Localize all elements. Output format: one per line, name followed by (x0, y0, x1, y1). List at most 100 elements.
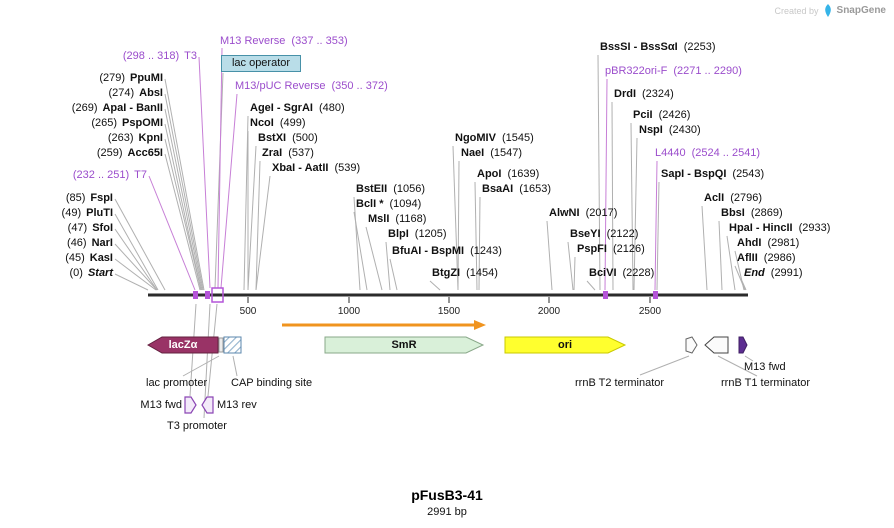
ori-feature-text[interactable]: ori (557, 339, 573, 351)
primer-callout-lines (148, 47, 658, 291)
site-name: ZraI (262, 147, 283, 159)
lac-promoter-label[interactable]: lac promoter (146, 377, 208, 389)
site-label-pbr322ori-f-primer[interactable]: pBR322ori-F (2271 .. 2290) (605, 65, 742, 78)
lacza-feature-text[interactable]: lacZα (168, 339, 198, 351)
site-label-ppumi[interactable]: (279)PpuMI (40, 72, 163, 85)
site-label-sapi-bspqi[interactable]: SapI - BspQI(2543) (661, 168, 764, 181)
site-label-ngomiv[interactable]: NgoMIV(1545) (455, 132, 534, 145)
site-name: AhdI (737, 237, 762, 249)
site-name: FspI (90, 192, 113, 204)
site-label-bstxi[interactable]: BstXI(500) (258, 132, 318, 145)
site-label-drdi[interactable]: DrdI (2324) (614, 88, 674, 101)
site-name: NgoMIV (455, 132, 496, 144)
site-name: KasI (89, 252, 113, 264)
site-label-blpi[interactable]: BlpI(1205) (388, 228, 447, 241)
feature-lac-promoter-region[interactable] (218, 337, 224, 353)
site-label-apai-banii[interactable]: (269)ApaI - BanII (40, 102, 163, 115)
site-label-bsssi[interactable]: BssSI - BssSαI(2253) (600, 41, 715, 54)
site-pos: (2991) (770, 267, 803, 279)
site-label-bsteii[interactable]: BstEII(1056) (356, 183, 425, 196)
site-label-pspfi[interactable]: PspFI(2126) (577, 243, 645, 256)
site-label-sfoi[interactable]: (47)SfoI (40, 222, 113, 235)
m13-fwd-label-right[interactable]: M13 fwd (744, 361, 786, 373)
site-name: SfoI (92, 222, 113, 234)
site-label-acli[interactable]: AclI(2796) (704, 192, 762, 205)
site-label-ahdi[interactable]: AhdI(2981) (737, 237, 799, 250)
primer-site-marks[interactable] (193, 287, 658, 303)
primer-m13-fwd-arrow[interactable] (184, 396, 197, 414)
site-label-zrai[interactable]: ZraI(537) (262, 147, 314, 160)
ruler-tick-label: 2500 (638, 306, 662, 317)
site-label-aflii[interactable]: AflII(2986) (737, 252, 796, 265)
watermark-prefix: Created by (774, 5, 819, 16)
site-label-m13-puc-reverse-primer[interactable]: M13/pUC Reverse(350 .. 372) (235, 80, 388, 93)
rrnb-t1-terminator-label[interactable]: rrnB T1 terminator (721, 377, 811, 389)
site-label-alwni[interactable]: AlwNI(2017) (549, 207, 617, 220)
site-label-agei-sgrai[interactable]: AgeI - SgrAI(480) (250, 102, 345, 115)
site-label-acc65i[interactable]: (259)Acc65I (40, 147, 163, 160)
site-label-m13-reverse-primer[interactable]: M13 Reverse(337 .. 353) (220, 35, 348, 48)
site-label-fspi[interactable]: (85)FspI (40, 192, 113, 205)
site-label-kpni[interactable]: (263)KpnI (40, 132, 163, 145)
site-name: BciVI (589, 267, 617, 279)
feature-rrnb-t2-terminator[interactable] (685, 336, 698, 354)
site-label-hpai-hincii[interactable]: HpaI - HincII(2933) (729, 222, 830, 235)
feature-rrnb-t1-terminator[interactable] (704, 336, 729, 354)
cap-binding-site-label[interactable]: CAP binding site (231, 377, 313, 389)
feature-ori[interactable] (504, 336, 627, 354)
site-pos: (1454) (466, 267, 498, 279)
site-label-absi[interactable]: (274)AbsI (40, 87, 163, 100)
site-name: KpnI (138, 132, 163, 144)
site-label-ncoi[interactable]: NcoI(499) (250, 117, 306, 130)
feature-smr[interactable] (324, 336, 485, 354)
site-pos: (2126) (612, 243, 645, 255)
primer-m13-rev-arrow[interactable] (201, 396, 214, 414)
site-label-l4440-primer[interactable]: L4440(2524 .. 2541) (655, 147, 760, 160)
site-label-bcivi[interactable]: BciVI(2228) (589, 267, 654, 280)
site-label-xbai-aatii[interactable]: XbaI - AatII(539) (272, 162, 360, 175)
map-start-label: (0)Start (40, 267, 113, 280)
smr-feature-text[interactable]: SmR (391, 339, 417, 351)
site-name: BseYI (570, 228, 601, 240)
site-label-bfuai-bspmi[interactable]: BfuAI - BspMI(1243) (392, 245, 502, 258)
site-label-pcii[interactable]: PciI(2426) (633, 109, 690, 122)
site-label-kasi[interactable]: (45)KasI (40, 252, 113, 265)
site-label-apoi[interactable]: ApoI(1639) (477, 168, 539, 181)
plasmid-length: 2991 bp (427, 506, 467, 518)
backbone[interactable] (148, 293, 748, 303)
site-label-naei[interactable]: NaeI(1547) (461, 147, 522, 160)
site-name: PpuMI (130, 72, 163, 84)
site-label-nari[interactable]: (46)NarI (40, 237, 113, 250)
site-label-t3-primer[interactable]: (298 .. 318)T3 (40, 50, 197, 63)
rrnb-t2-terminator-label[interactable]: rrnB T2 terminator (575, 377, 665, 389)
site-label-msli[interactable]: MslI(1168) (368, 213, 426, 226)
site-pos: (2430) (668, 124, 701, 136)
site-label-nspi[interactable]: NspI(2430) (639, 124, 701, 137)
site-label-btgzi[interactable]: BtgZI(1454) (432, 267, 498, 280)
site-label-bseyi[interactable]: BseYI(2122) (570, 228, 638, 241)
callout-lines (114, 54, 758, 419)
m13-rev-label[interactable]: M13 rev (217, 399, 257, 411)
feature-m13-fwd-primer-site[interactable] (738, 336, 748, 354)
site-pos: (500) (292, 132, 318, 144)
site-pos: (2271 .. 2290) (673, 65, 742, 77)
site-label-pluti[interactable]: (49)PluTI (40, 207, 113, 220)
lac-operator-box[interactable]: lac operator (221, 55, 301, 72)
t3-promoter-label[interactable]: T3 promoter (167, 420, 227, 432)
feature-lacza[interactable] (146, 336, 219, 354)
site-label-bbsi[interactable]: BbsI(2869) (721, 207, 783, 220)
site-pos: (259) (96, 147, 123, 159)
site-label-bsaai[interactable]: BsaAI(1653) (482, 183, 551, 196)
site-label-t7-primer[interactable]: (232 .. 251)T7 (40, 169, 147, 182)
site-name: PciI (633, 109, 653, 121)
feature-cap-binding-site[interactable] (223, 336, 242, 354)
site-label-pspomi[interactable]: (265)PspOMI (40, 117, 163, 130)
site-pos: (2869) (750, 207, 783, 219)
site-name: DrdI (614, 88, 636, 100)
site-name: pBR322ori-F (605, 65, 668, 77)
site-pos: (2324) (642, 88, 674, 100)
site-label-bcli[interactable]: BclI *(1094) (356, 198, 421, 211)
site-pos: (1653) (519, 183, 551, 195)
site-name: AgeI - SgrAI (250, 102, 313, 114)
m13-fwd-label-left[interactable]: M13 fwd (140, 399, 182, 411)
